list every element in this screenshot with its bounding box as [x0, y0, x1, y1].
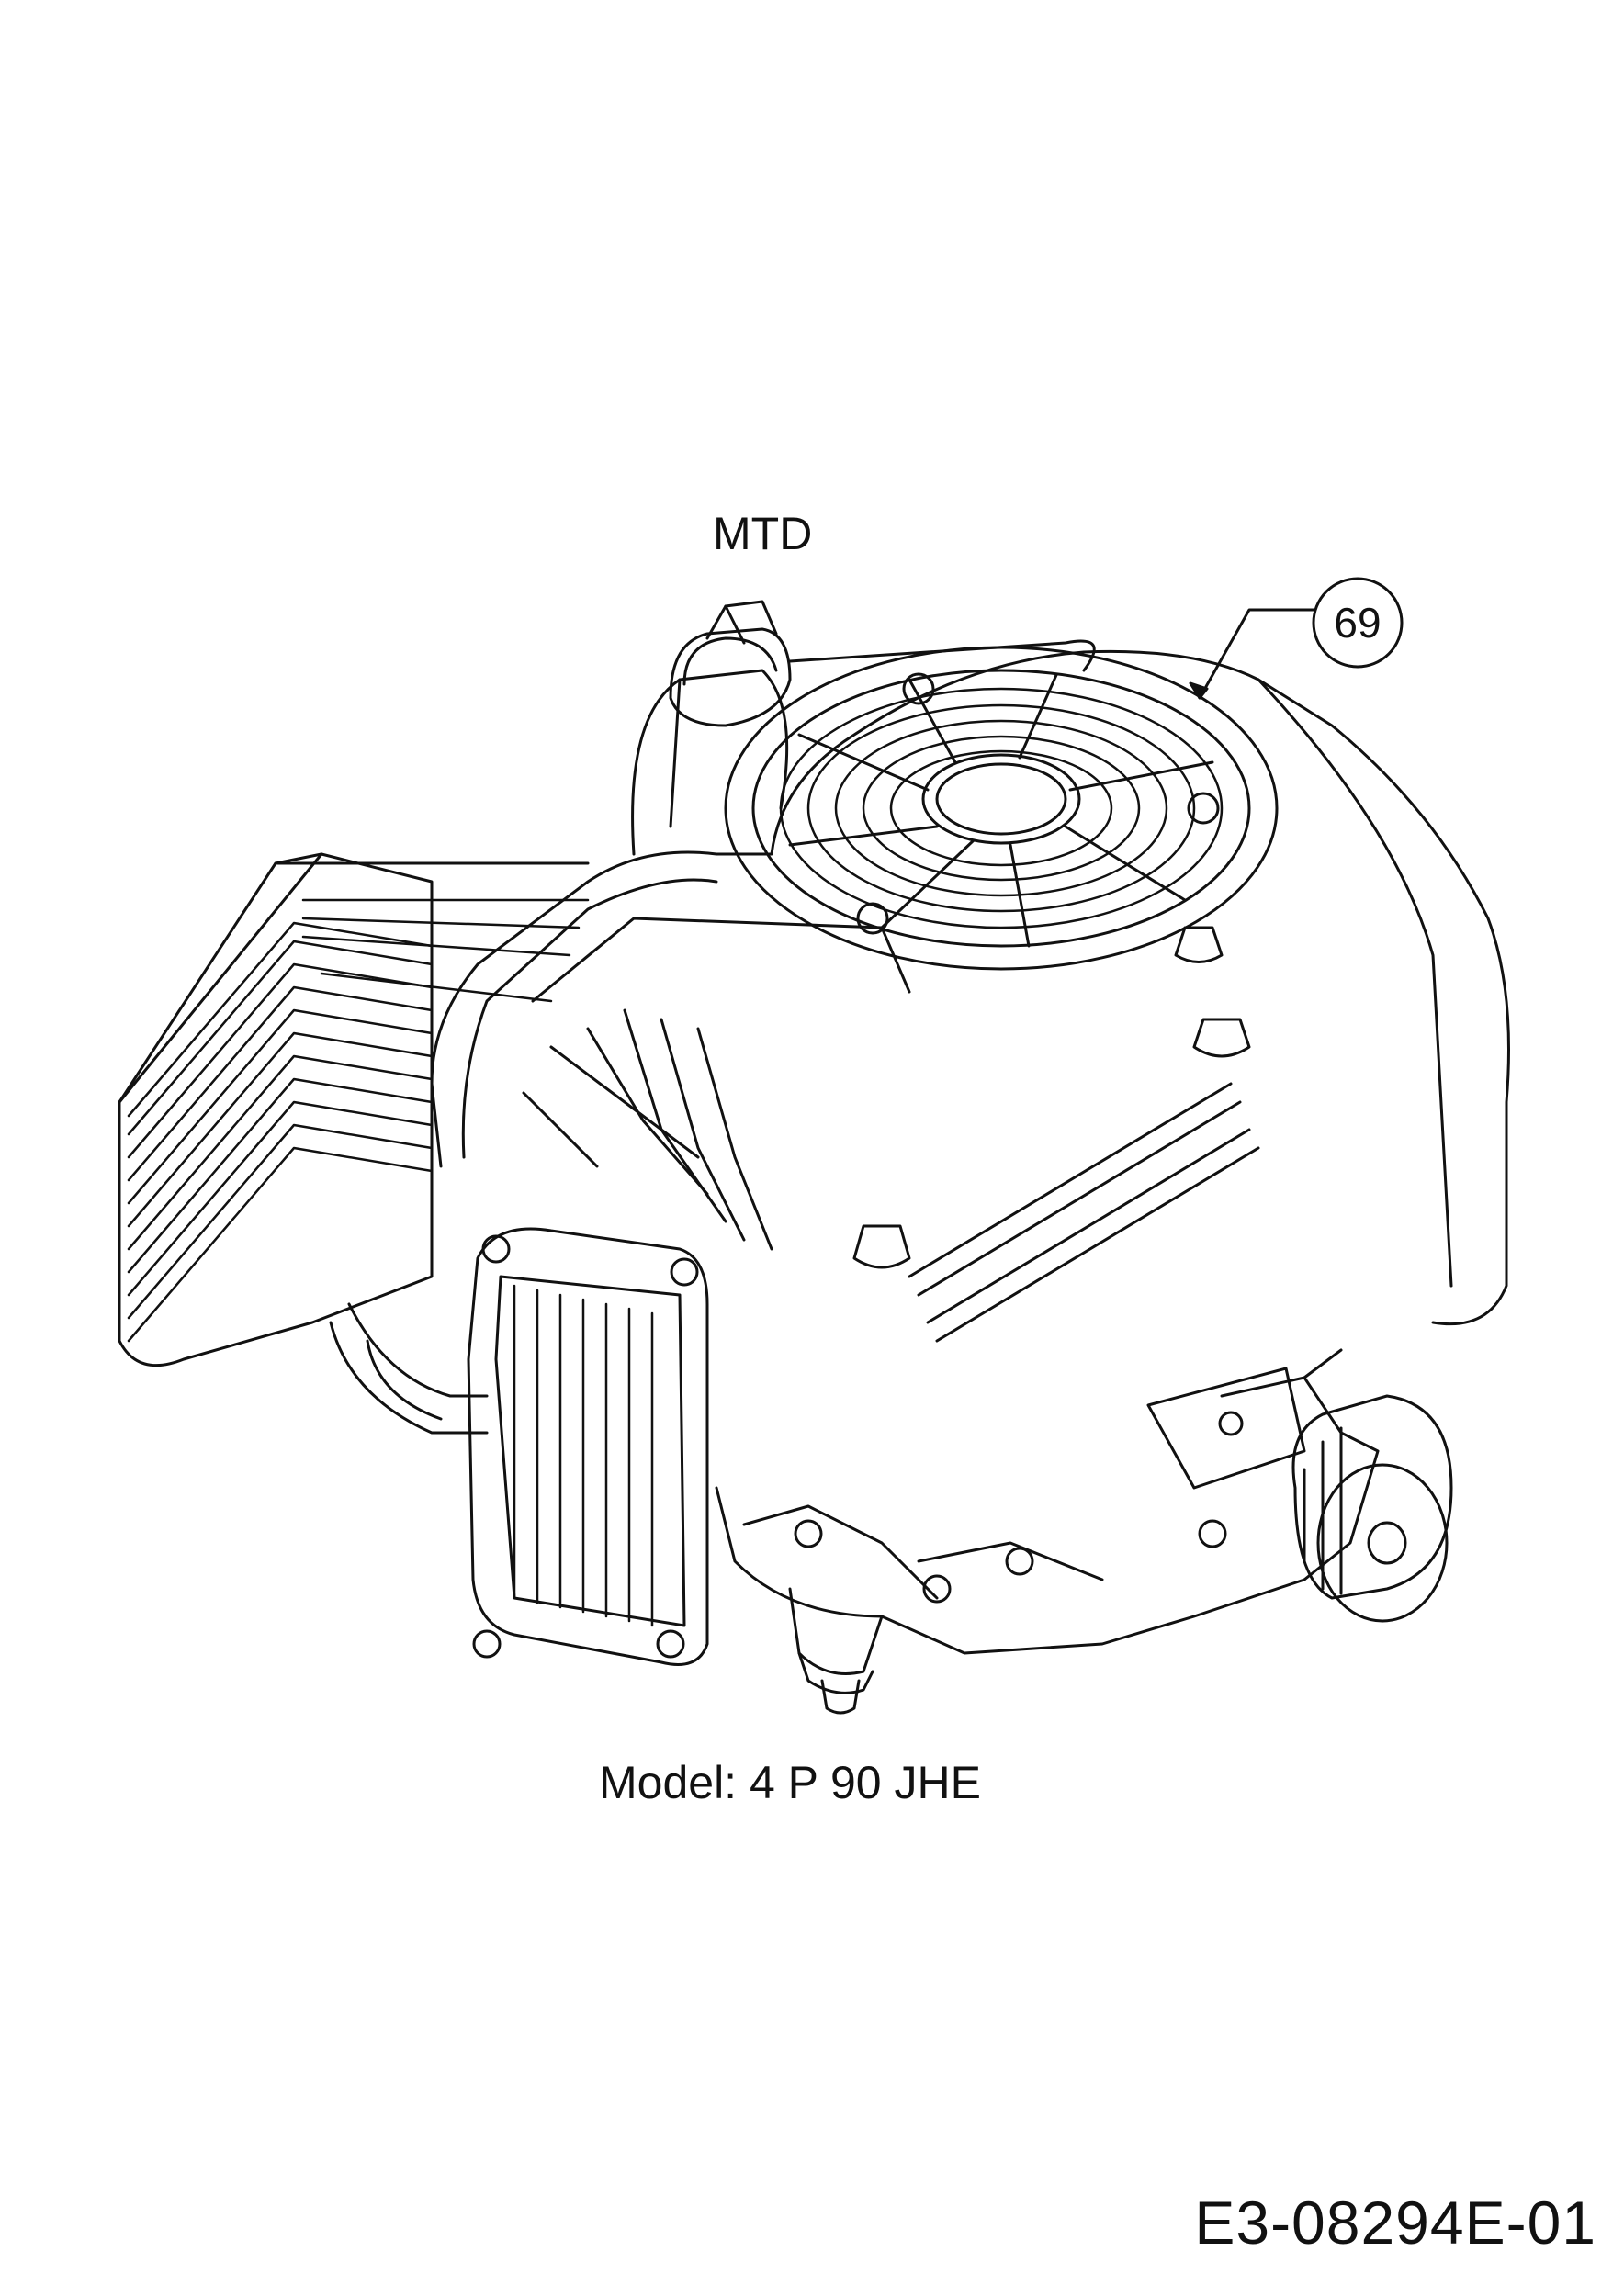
document-id: E3-08294E-01	[1194, 2189, 1596, 2257]
fan-screen	[724, 646, 1279, 971]
fuel-tank	[631, 639, 1096, 856]
carburetor-bowl	[788, 1587, 884, 1715]
valve-cover	[467, 1227, 709, 1666]
crankcase	[715, 1348, 1380, 1655]
cylinder-ribs	[522, 917, 911, 1251]
callout-69-number: 69	[1334, 599, 1382, 647]
brand-label: MTD	[713, 508, 813, 559]
shroud-louvers	[908, 1082, 1260, 1343]
fuel-cap	[669, 600, 792, 727]
blower-shroud	[430, 649, 1510, 1326]
callout-69-marker	[1189, 577, 1404, 700]
shroud-knobs	[852, 926, 1251, 1269]
model-label: Model: 4 P 90 JHE	[599, 1757, 981, 1808]
mount-bracket	[794, 1367, 1306, 1604]
screen-bolts	[856, 672, 1220, 935]
muffler-guard	[118, 852, 590, 1367]
exhaust-pipe	[329, 1302, 489, 1435]
oil-filter	[1291, 1394, 1453, 1623]
